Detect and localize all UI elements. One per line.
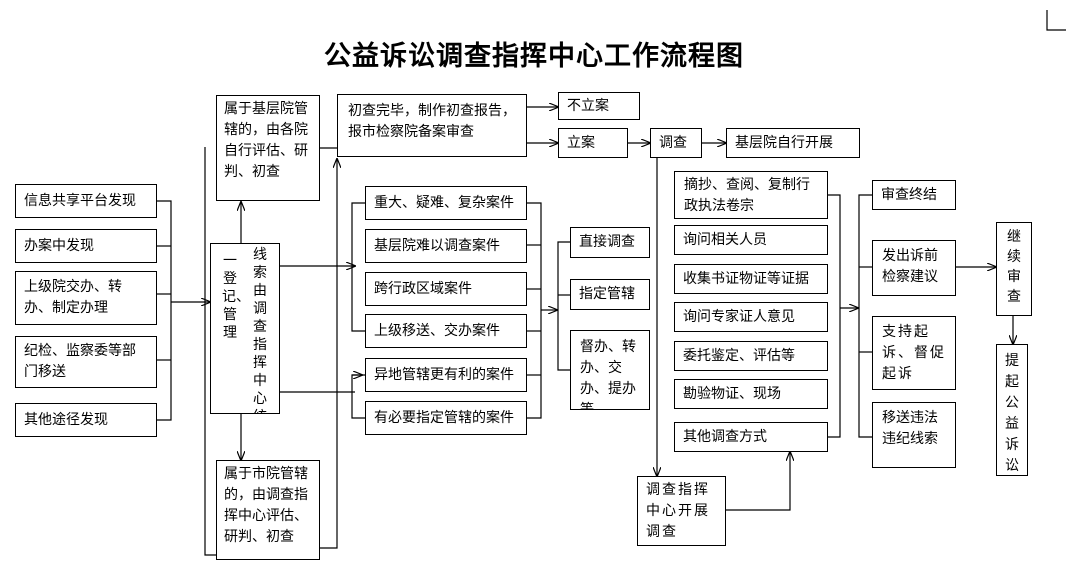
mode-supervise: 督办、转办、交办、提办等 [570, 330, 650, 410]
case-type-designated: 有必要指定管辖的案件 [365, 401, 527, 435]
source-superior-assigned: 上级院交办、转办、制定办理 [15, 271, 157, 325]
city-court-box: 属于市院管辖的，由调查指挥中心评估、研判、初查 [216, 460, 320, 560]
investigation-box: 调查 [650, 128, 702, 158]
page-title: 公益诉讼调查指挥中心工作流程图 [324, 41, 744, 72]
case-type-cross-region: 跨行政区域案件 [365, 272, 527, 306]
method-other: 其他调查方式 [674, 422, 828, 452]
base-self-box: 基层院自行开展 [726, 128, 860, 158]
case-type-superior: 上级移送、交办案件 [365, 314, 527, 348]
method-appraisal: 委托鉴定、评估等 [674, 341, 828, 371]
case-type-major: 重大、疑难、复杂案件 [365, 186, 527, 220]
method-collect-evidence: 收集书证物证等证据 [674, 264, 828, 294]
mode-direct: 直接调查 [570, 227, 650, 258]
result-support-suit: 支持起诉、督促起诉 [872, 316, 956, 390]
continue-review-box: 继续审查 [996, 222, 1032, 316]
method-expert-opinion: 询问专家证人意见 [674, 302, 828, 332]
method-question-persons: 询问相关人员 [674, 225, 828, 255]
method-copy-files: 摘抄、查阅、复制行政执法卷宗 [674, 171, 828, 219]
case-type-remote-jurisdiction: 异地管辖更有利的案件 [365, 358, 527, 392]
method-inspection: 勘验物证、现场 [674, 379, 828, 409]
case-type-difficult: 基层院难以调查案件 [365, 229, 527, 263]
clue-register-box: 一登记、管理 线索由调查指挥中心统 [210, 243, 280, 414]
mode-designated: 指定管辖 [570, 279, 650, 310]
register-left-text: 一登记、管理 [222, 253, 250, 341]
source-other: 其他途径发现 [15, 403, 157, 437]
base-court-box: 属于基层院管辖的，由各院自行评估、研判、初查 [216, 95, 320, 201]
center-investigation-box: 调查指挥中心开展调查 [637, 476, 726, 546]
preliminary-report-box: 初查完毕，制作初查报告，报市检察院备案审查 [337, 94, 527, 157]
no-filing-box: 不立案 [558, 92, 640, 120]
continue-review-text: 继续审查 [1007, 229, 1021, 305]
result-transfer-clue: 移送违法违纪线索 [872, 402, 956, 468]
source-info-platform: 信息共享平台发现 [15, 184, 157, 218]
register-right-text: 线索由调查指挥中心统 [253, 247, 267, 413]
result-review-end: 审查终结 [872, 180, 956, 210]
file-suit-text: 提起公益诉讼 [1005, 353, 1019, 474]
result-pre-suit-advice: 发出诉前检察建议 [872, 240, 956, 296]
filing-box: 立案 [558, 128, 628, 158]
file-suit-box: 提起公益诉讼 [996, 344, 1028, 476]
source-discipline-transfer: 纪检、监察委等部门移送 [15, 336, 157, 388]
source-case-handling: 办案中发现 [15, 229, 157, 263]
